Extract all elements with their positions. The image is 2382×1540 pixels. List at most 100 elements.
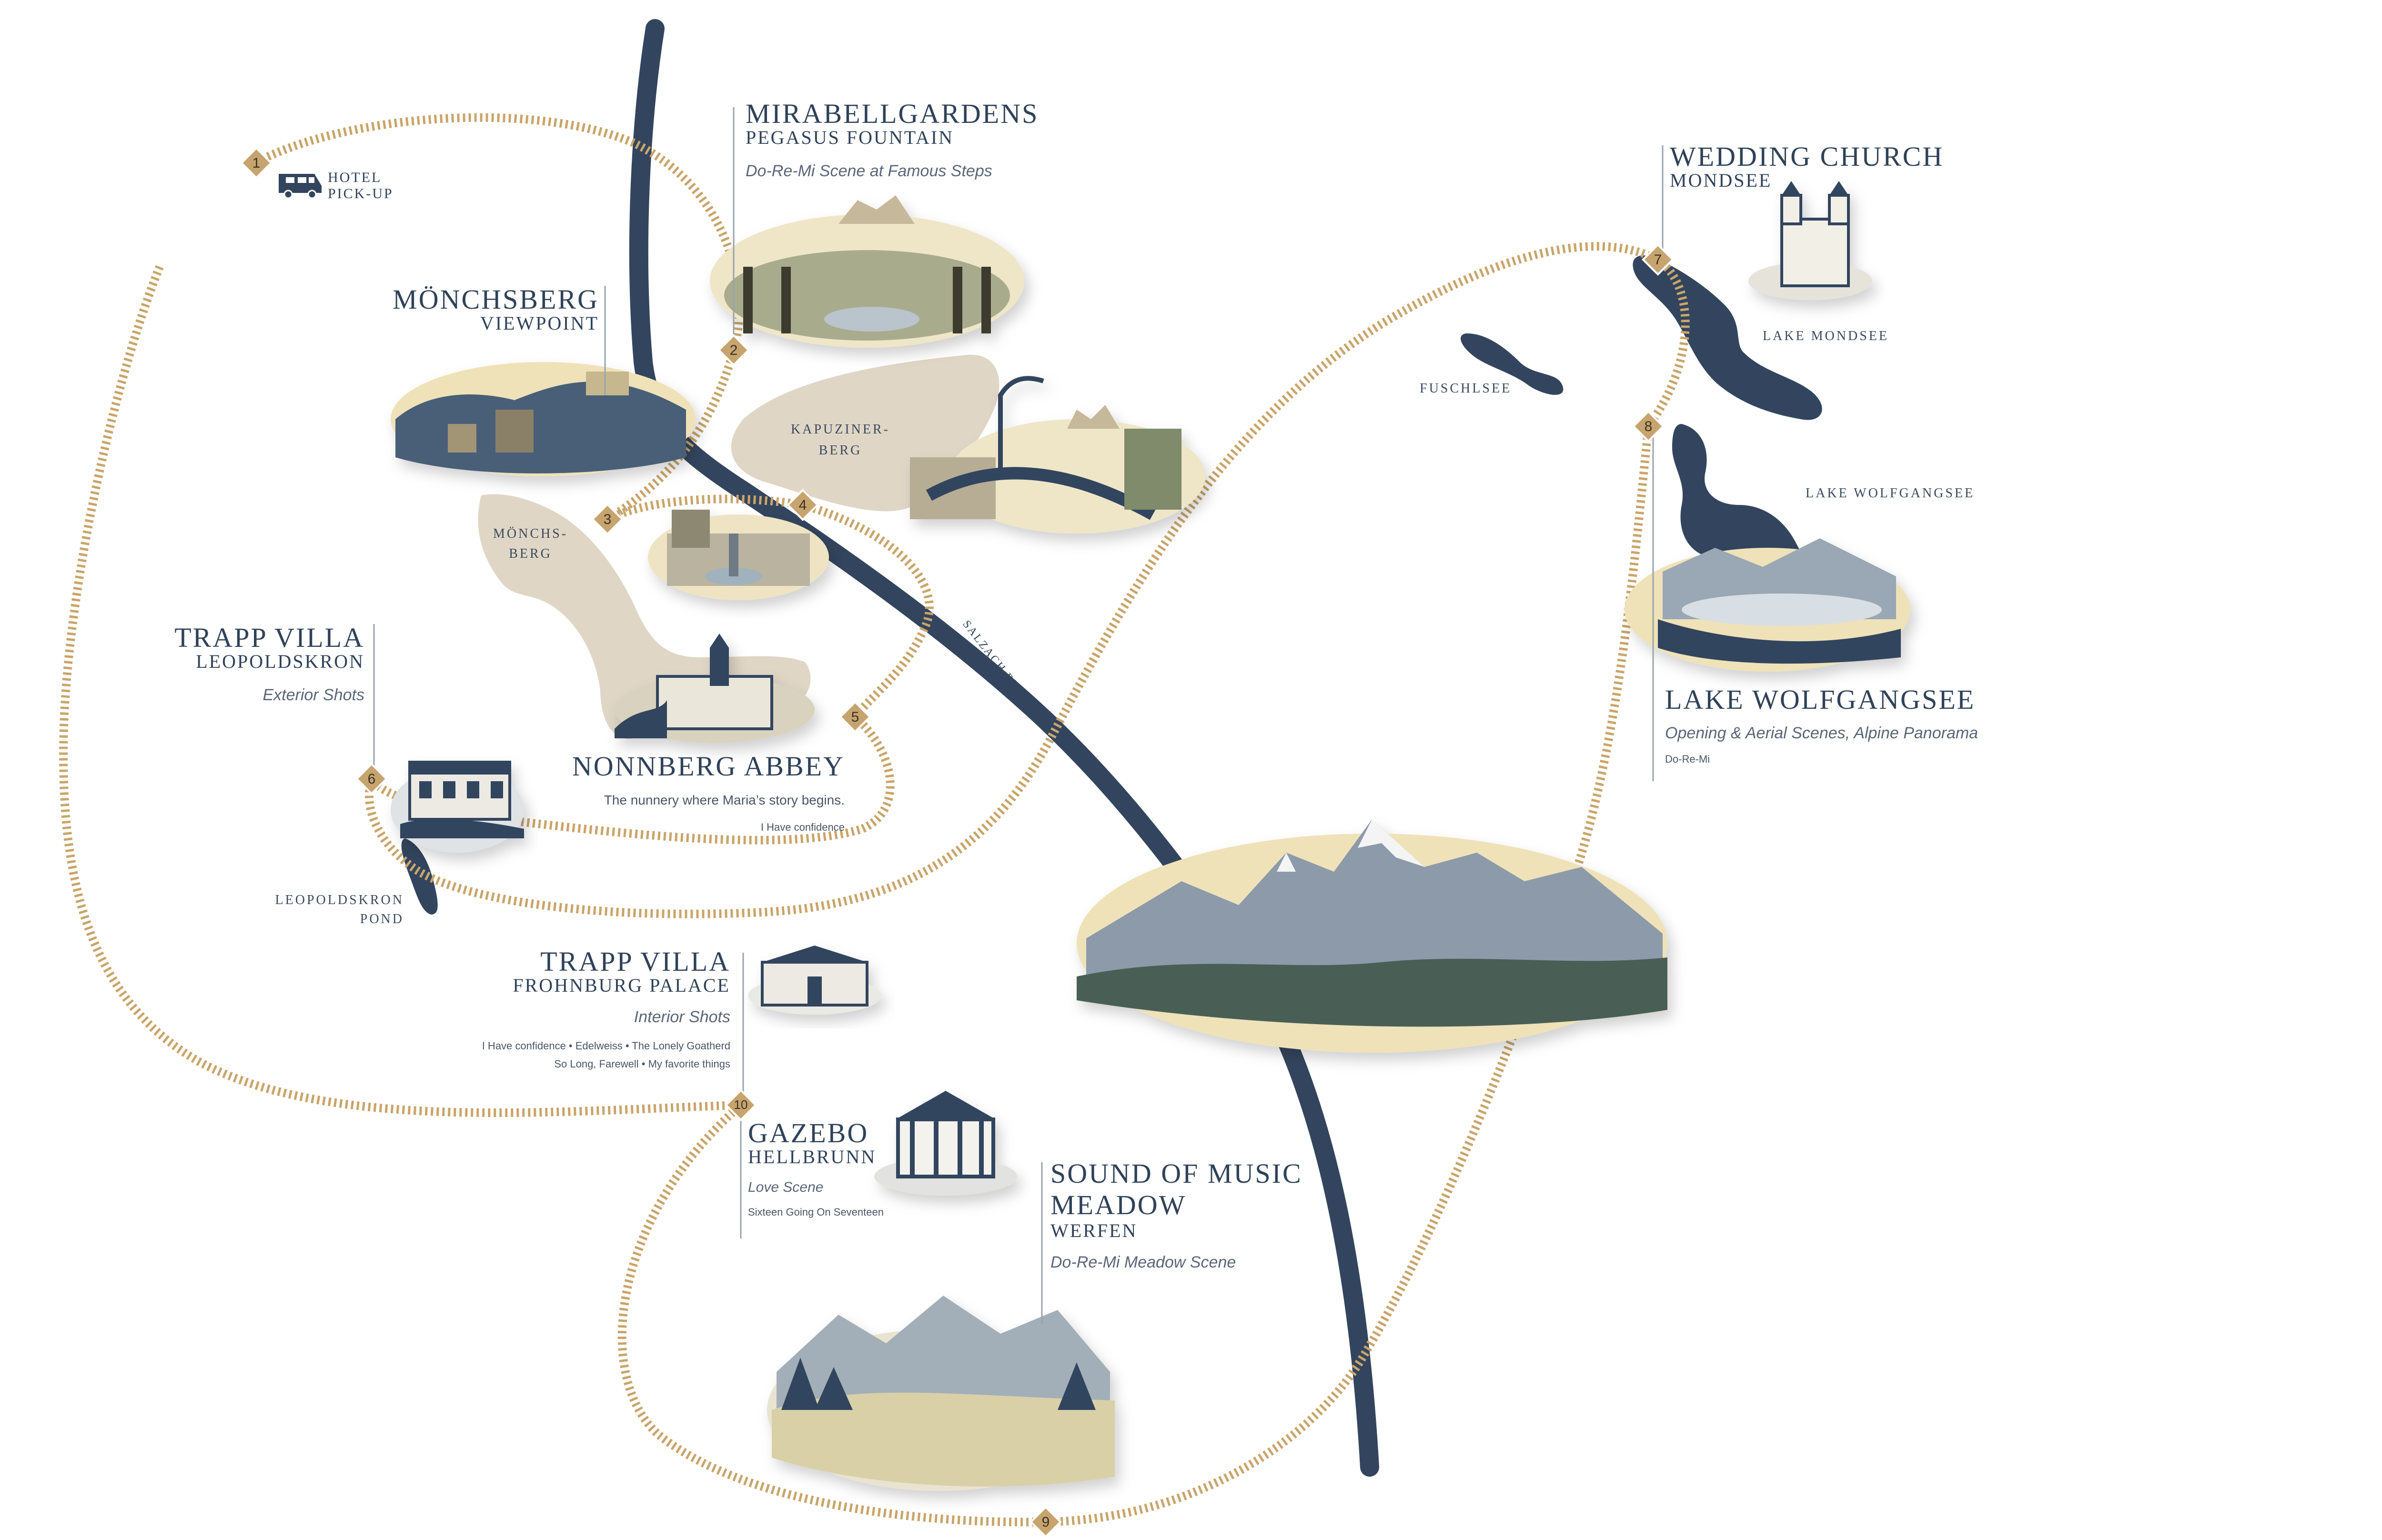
- gazebo-description: Love Scene: [748, 1179, 824, 1195]
- trapp-villa-leopoldskron-illustration: [391, 761, 524, 853]
- gazebo-label: GAZEBO HELLBRUNN Love Scene Sixteen Goin…: [748, 1119, 884, 1218]
- gazebo-illustration: [874, 1091, 1017, 1196]
- svg-text:8: 8: [1645, 419, 1653, 434]
- svg-text:5: 5: [851, 709, 859, 725]
- route-marker-9: 9: [1030, 1506, 1062, 1538]
- leader-lines: [373, 107, 1664, 1324]
- lake-wolfgangsee-title: LAKE WOLFGANGSEE: [1665, 684, 1976, 715]
- leopoldskron-pond-line-1: LEOPOLDSKRON: [275, 893, 404, 907]
- nonnberg-abbey-description: The nunnery where Maria’s story begins.: [604, 793, 845, 807]
- trapp-villa-leopoldskron-subtitle: LEOPOLDSKRON: [196, 651, 364, 672]
- gazebo-title: GAZEBO: [748, 1117, 869, 1148]
- route-marker-2: 2: [717, 334, 750, 366]
- lake-mondsee: [1633, 255, 1822, 420]
- mirabell-title: MIRABELLGARDENS: [746, 98, 1039, 129]
- mirabell-subtitle: PEGASUS FOUNTAIN: [746, 127, 954, 148]
- wedding-church-label: WEDDING CHURCH MONDSEE: [1670, 143, 1944, 191]
- frohnburg-songs-line-1: I Have confidence • Edelweiss • The Lone…: [482, 1040, 730, 1052]
- werfen-meadow-illustration: [767, 1296, 1115, 1491]
- trapp-villa-frohnburg-label: TRAPP VILLA FROHNBURG PALACE Interior Sh…: [482, 948, 730, 1073]
- nonnberg-abbey-title: NONNBERG ABBEY: [572, 751, 845, 782]
- leopoldskron-pond-label: LEOPOLDSKRON POND: [275, 891, 404, 929]
- svg-text:3: 3: [604, 512, 612, 527]
- makartsteg-bridge-illustration: [910, 376, 1205, 533]
- van-icon: [279, 174, 322, 199]
- route-segment: [605, 349, 738, 523]
- route-marker-1: 1: [240, 147, 273, 179]
- kapuzinerberg-label: KAPUZINER- BERG: [791, 419, 890, 461]
- trapp-villa-frohnburg-songs: I Have confidence • Edelweiss • The Lone…: [482, 1037, 730, 1073]
- moenchsberg-subtitle: VIEWPOINT: [480, 312, 599, 334]
- route-segment: [1645, 256, 1690, 429]
- moenchsberg-place-line-1: MÖNCHS-: [493, 526, 568, 541]
- trapp-villa-frohnburg-description: Interior Shots: [634, 1008, 730, 1026]
- wedding-church-title: WEDDING CHURCH: [1670, 141, 1944, 172]
- trapp-villa-leopoldskron-title: TRAPP VILLA: [174, 622, 364, 653]
- lake-wolfgangsee-description: Opening & Aerial Scenes, Alpine Panorama: [1665, 724, 1978, 742]
- route-segment: [606, 494, 804, 523]
- trapp-villa-leopoldskron-label: TRAPP VILLA LEOPOLDSKRON Exterior Shots: [174, 624, 364, 705]
- lake-wolfgangsee: [1672, 424, 1886, 619]
- route-marker-6: 6: [355, 763, 388, 795]
- nonnberg-abbey-illustration: [615, 634, 815, 743]
- fuschlsee-label: FUSCHLSEE: [1420, 381, 1512, 396]
- kapuzinerberg-line-2: BERG: [818, 443, 862, 458]
- lake-mondsee-label: LAKE MONDSEE: [1763, 329, 1889, 343]
- lake-wolfgangsee-songs: Do-Re-Mi: [1665, 753, 1710, 765]
- route-segment: [250, 113, 744, 352]
- leopoldskron-pond-line-2: POND: [360, 912, 404, 926]
- werfen-meadow-title-line-2: MEADOW: [1050, 1189, 1187, 1220]
- wolfgangsee-illustration: [1625, 538, 1910, 672]
- route-marker-8: 8: [1632, 410, 1665, 443]
- route-marker-3: 3: [591, 503, 624, 535]
- svg-text:2: 2: [730, 342, 738, 358]
- werfen-meadow-title-line-1: SOUND OF MUSIC: [1050, 1158, 1302, 1189]
- nonnberg-abbey-songs: I Have confidence: [760, 821, 845, 833]
- residenz-fountain-illustration: [648, 510, 829, 600]
- route-marker-7: 7: [1642, 243, 1674, 276]
- hotel-pickup-subtitle: PICK-UP: [328, 186, 394, 201]
- svg-text:6: 6: [368, 771, 376, 787]
- alps-illustration: [1077, 819, 1667, 1053]
- route-marker-4: 4: [787, 489, 819, 521]
- moenchsberg-title: MÖNCHSBERG: [393, 284, 599, 315]
- trapp-villa-frohnburg-title: TRAPP VILLA: [540, 946, 730, 977]
- svg-text:7: 7: [1654, 252, 1662, 268]
- trapp-villa-frohnburg-subtitle: FROHNBURG PALACE: [513, 975, 730, 996]
- svg-text:9: 9: [1042, 1514, 1050, 1530]
- lake-wolfgangsee-label: LAKE WOLFGANGSEE Opening & Aerial Scenes…: [1665, 686, 1978, 765]
- kapuzinerberg-line-1: KAPUZINER-: [791, 422, 890, 437]
- moenchsberg-place-label: MÖNCHS- BERG: [493, 524, 568, 564]
- mirabell-label: MIRABELLGARDENS PEGASUS FOUNTAIN Do-Re-M…: [746, 100, 1039, 181]
- svg-text:1: 1: [252, 155, 261, 171]
- wedding-church-subtitle: MONDSEE: [1670, 170, 1772, 191]
- werfen-meadow-subtitle: WERFEN: [1050, 1220, 1138, 1241]
- nonnberg-abbey-label: NONNBERG ABBEY The nunnery where Maria’s…: [572, 753, 845, 834]
- route-segment: [59, 265, 741, 1117]
- route-segment: [1045, 426, 1653, 1526]
- route-segment: [364, 242, 1660, 918]
- mondsee-church-illustration: [1748, 181, 1872, 300]
- frohnburg-songs-line-2: So Long, Farewell • My favorite things: [554, 1058, 730, 1070]
- svg-text:10: 10: [734, 1097, 748, 1112]
- trapp-villa-leopoldskron-description: Exterior Shots: [262, 686, 364, 704]
- moenchsberg-label: MÖNCHSBERG VIEWPOINT: [393, 286, 599, 333]
- frohnburg-palace-illustration: [748, 946, 881, 1015]
- hotel-pickup-label: HOTEL PICK-UP: [328, 170, 394, 202]
- route-marker-5: 5: [839, 701, 871, 733]
- gazebo-subtitle: HELLBRUNN: [748, 1146, 877, 1168]
- moenchsberg-illustration: [391, 362, 696, 476]
- mirabell-description: Do-Re-Mi Scene at Famous Steps: [746, 162, 992, 180]
- werfen-meadow-description: Do-Re-Mi Meadow Scene: [1050, 1253, 1236, 1271]
- lake-wolfgangsee-place-label: LAKE WOLFGANGSEE: [1806, 486, 1975, 501]
- salzach-river: [629, 19, 1379, 1477]
- svg-text:4: 4: [799, 497, 807, 513]
- mirabell-gardens-illustration: [710, 195, 1024, 348]
- werfen-meadow-label: SOUND OF MUSIC MEADOW WERFEN Do-Re-Mi Me…: [1050, 1160, 1302, 1272]
- route-marker-10: 10: [725, 1089, 757, 1121]
- gazebo-songs: Sixteen Going On Seventeen: [748, 1206, 884, 1218]
- hotel-pickup-title: HOTEL: [328, 170, 382, 185]
- lake-fuschlsee: [1461, 333, 1564, 395]
- moenchsberg-place-line-2: BERG: [509, 546, 552, 561]
